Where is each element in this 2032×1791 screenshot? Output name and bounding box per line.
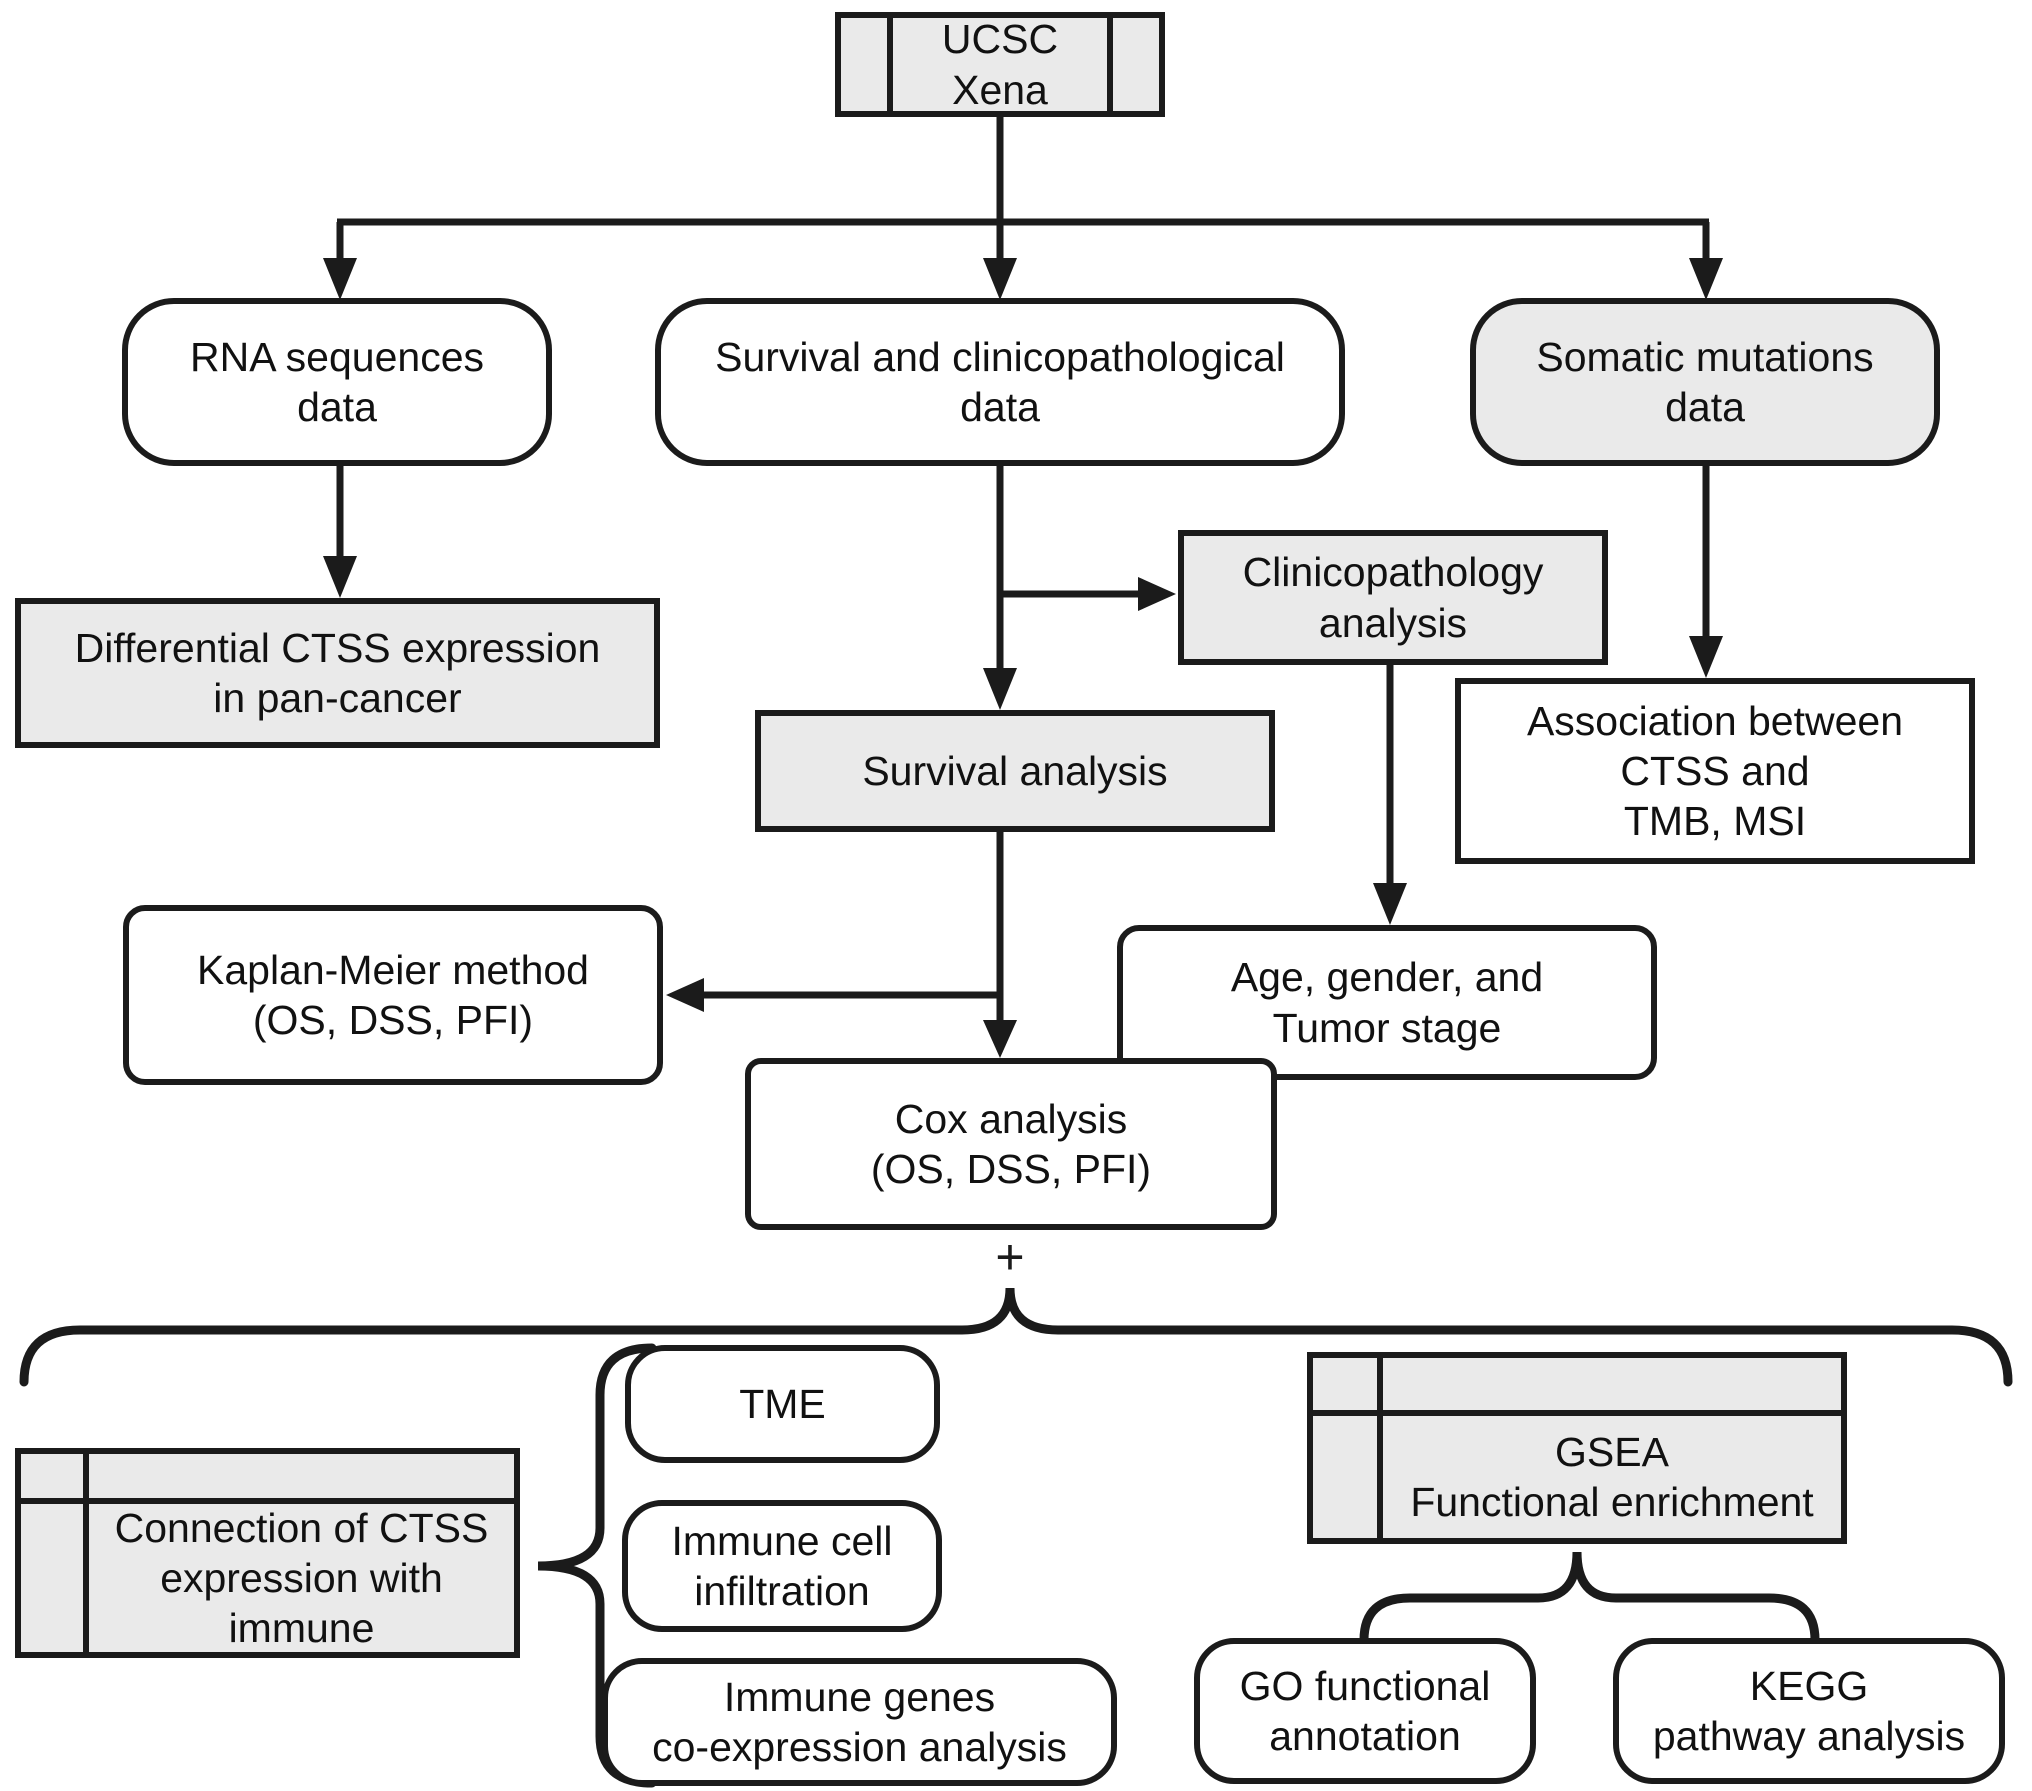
node-rna-sequences-data: RNA sequences data bbox=[122, 298, 552, 466]
arrowhead-to-cox bbox=[983, 1020, 1017, 1058]
node-connection-ctss-immune: Connection of CTSS expression with immun… bbox=[15, 1448, 520, 1658]
node-survival-clinicopathological-data-label: Survival and clinicopathological data bbox=[715, 333, 1285, 430]
node-immune-genes-coexpression: Immune genes co-expression analysis bbox=[602, 1658, 1117, 1786]
node-association-ctss-tmb-msi-label: Association between CTSS and TMB, MSI bbox=[1526, 697, 1904, 844]
ucsc-inner-bar-left bbox=[887, 18, 893, 111]
node-immune-cell-infiltration-label: Immune cell infiltration bbox=[671, 1517, 893, 1614]
node-gsea-functional-enrichment-label: GSEA Functional enrichment bbox=[1410, 1428, 1814, 1525]
plus-connector: + bbox=[985, 1229, 1035, 1285]
node-kegg-pathway-analysis-label: KEGG pathway analysis bbox=[1652, 1662, 1966, 1759]
arrowhead-to-rna bbox=[323, 258, 357, 300]
connection-column-divider bbox=[83, 1454, 89, 1652]
node-clinicopathology-analysis: Clinicopathology analysis bbox=[1178, 530, 1608, 665]
node-differential-ctss-expression: Differential CTSS expression in pan-canc… bbox=[15, 598, 660, 748]
node-age-gender-tumor-stage: Age, gender, and Tumor stage bbox=[1117, 925, 1657, 1080]
arrowhead-to-survanalysis bbox=[983, 668, 1017, 710]
node-survival-analysis: Survival analysis bbox=[755, 710, 1275, 832]
node-clinicopathology-analysis-label: Clinicopathology analysis bbox=[1242, 549, 1544, 646]
gsea-header-divider bbox=[1313, 1410, 1841, 1416]
brace-gsea-fork bbox=[1359, 1551, 1820, 1645]
arrowhead-to-association bbox=[1689, 636, 1723, 678]
node-kaplan-meier-method: Kaplan-Meier method (OS, DSS, PFI) bbox=[123, 905, 663, 1085]
node-cox-analysis-label: Cox analysis (OS, DSS, PFI) bbox=[870, 1095, 1152, 1192]
node-age-gender-tumor-stage-label: Age, gender, and Tumor stage bbox=[1230, 954, 1544, 1051]
plus-connector-label: + bbox=[995, 1229, 1025, 1285]
brace-bottom-section bbox=[19, 1287, 2013, 1387]
node-kaplan-meier-method-label: Kaplan-Meier method (OS, DSS, PFI) bbox=[197, 946, 589, 1043]
node-differential-ctss-expression-label: Differential CTSS expression in pan-canc… bbox=[74, 624, 601, 721]
connection-header-divider bbox=[21, 1498, 514, 1504]
node-ucsc-xena: UCSC Xena bbox=[835, 12, 1165, 117]
gsea-column-divider bbox=[1377, 1358, 1383, 1538]
node-tme-label: TME bbox=[739, 1380, 826, 1427]
arrowhead-to-clinicopathology bbox=[1138, 577, 1176, 611]
node-survival-clinicopathological-data: Survival and clinicopathological data bbox=[655, 298, 1345, 466]
arrowhead-to-survival-data bbox=[983, 258, 1017, 300]
node-ucsc-xena-label: UCSC Xena bbox=[941, 16, 1059, 113]
node-connection-ctss-immune-label: Connection of CTSS expression with immun… bbox=[114, 1504, 489, 1652]
node-rna-sequences-data-label: RNA sequences data bbox=[189, 333, 484, 430]
node-kegg-pathway-analysis: KEGG pathway analysis bbox=[1613, 1638, 2005, 1784]
arrowhead-to-somatic bbox=[1689, 258, 1723, 300]
node-cox-analysis: Cox analysis (OS, DSS, PFI) bbox=[745, 1058, 1277, 1230]
ucsc-inner-bar-right bbox=[1107, 18, 1113, 111]
node-immune-genes-coexpression-label: Immune genes co-expression analysis bbox=[652, 1673, 1067, 1770]
node-tme: TME bbox=[625, 1345, 940, 1463]
node-go-functional-annotation: GO functional annotation bbox=[1194, 1638, 1536, 1784]
arrowhead-to-kaplan bbox=[666, 978, 704, 1012]
node-gsea-functional-enrichment: GSEA Functional enrichment bbox=[1307, 1352, 1847, 1544]
node-immune-cell-infiltration: Immune cell infiltration bbox=[622, 1500, 942, 1632]
node-go-functional-annotation-label: GO functional annotation bbox=[1239, 1662, 1491, 1759]
arrowhead-to-age bbox=[1373, 883, 1407, 925]
arrowhead-to-differential bbox=[323, 556, 357, 598]
node-somatic-mutations-data-label: Somatic mutations data bbox=[1536, 333, 1874, 430]
node-association-ctss-tmb-msi: Association between CTSS and TMB, MSI bbox=[1455, 678, 1975, 864]
node-somatic-mutations-data: Somatic mutations data bbox=[1470, 298, 1940, 466]
node-survival-analysis-label: Survival analysis bbox=[862, 747, 1168, 794]
